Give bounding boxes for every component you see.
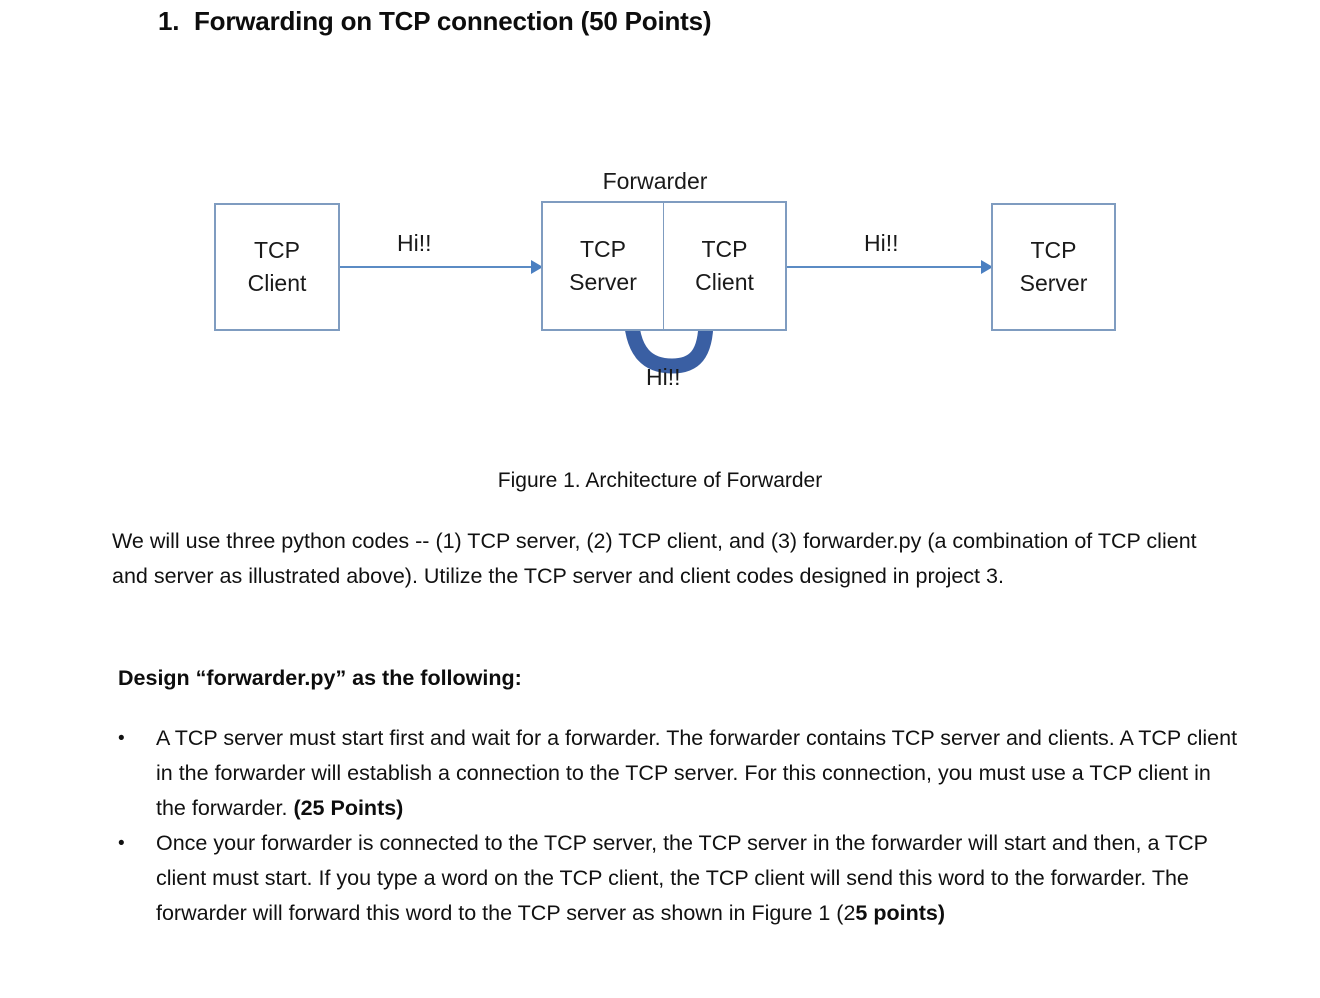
page-title: 1. Forwarding on TCP connection (50 Point… xyxy=(158,6,1158,37)
node-tcp-server-forwarder: TCP Server xyxy=(541,201,664,331)
list-item-points: 5 points) xyxy=(855,901,946,925)
node-tcp-server-right: TCP Server xyxy=(991,203,1116,331)
node-line-1: TCP xyxy=(701,235,748,262)
figure-architecture: Forwarder TCP Client TCP Server TCP Clie… xyxy=(0,0,1320,492)
node-line-1: TCP xyxy=(254,236,300,263)
node-line-1: TCP xyxy=(1030,236,1077,263)
page-title-text: Forwarding on TCP connection (50 Points) xyxy=(194,6,712,36)
bullet-icon: • xyxy=(118,833,125,854)
figure-caption: Figure 1. Architecture of Forwarder xyxy=(497,469,823,492)
arrow-right-straight xyxy=(787,260,993,274)
node-tcp-client-forwarder: TCP Client xyxy=(663,201,787,331)
list-item-points: (25 Points) xyxy=(293,796,404,820)
list-item: • Once your forwarder is connected to the… xyxy=(108,826,1238,931)
intro-paragraph: We will use three python codes -- (1) TC… xyxy=(112,529,1197,588)
message-label-loop: Hi!! xyxy=(646,364,681,390)
node-tcp-client-left: TCP Client xyxy=(214,203,340,331)
requirements-list: • A TCP server must start first and wait … xyxy=(108,721,1238,931)
list-item-text: Once your forwarder is connected to the … xyxy=(156,831,1208,925)
forwarder-group-label: Forwarder xyxy=(602,168,708,194)
list-item: • A TCP server must start first and wait … xyxy=(108,721,1238,826)
node-line-2: Client xyxy=(247,270,307,296)
message-label-left: Hi!! xyxy=(397,230,432,256)
node-line-2: Server xyxy=(1019,270,1088,296)
bullet-icon: • xyxy=(118,728,125,749)
page-title-number: 1. xyxy=(158,6,180,36)
node-line-2: Client xyxy=(695,269,754,295)
arrow-left-straight xyxy=(340,260,543,274)
list-item-text: A TCP server must start first and wait f… xyxy=(156,726,1238,820)
node-line-1: TCP xyxy=(580,235,626,262)
node-line-2: Server xyxy=(569,269,637,295)
diagram-canvas: Forwarder TCP Client TCP Server TCP Clie… xyxy=(150,150,1180,420)
design-section-heading: Design “forwarder.py” as the following: xyxy=(118,666,522,690)
message-label-right: Hi!! xyxy=(864,230,899,256)
